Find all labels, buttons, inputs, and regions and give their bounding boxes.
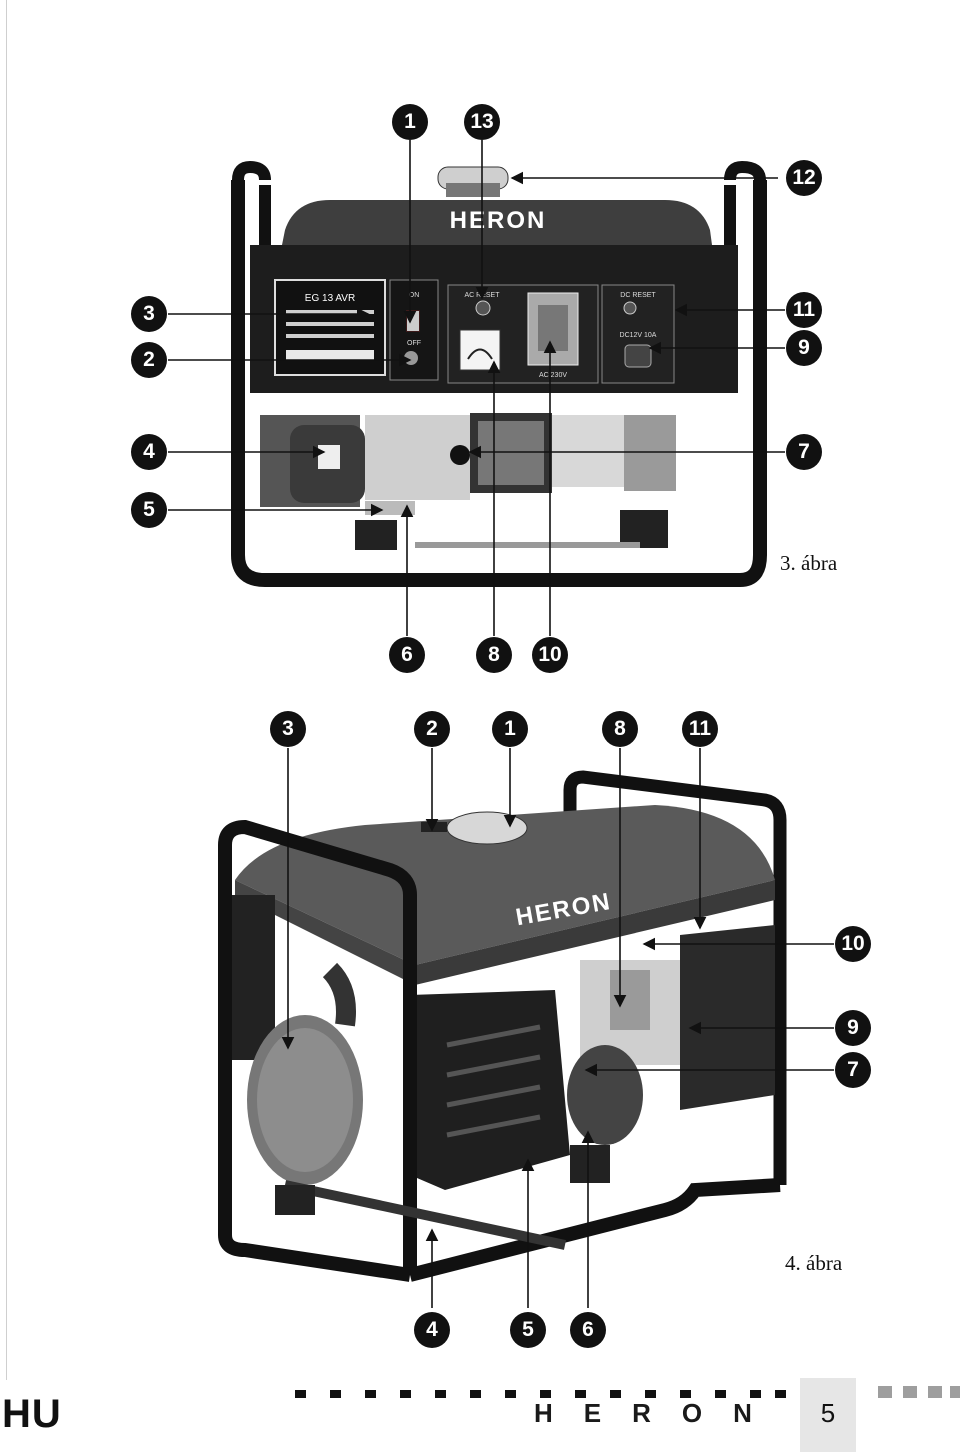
footer-dot [645,1390,656,1398]
fig4-callout-2: 2 [414,711,450,747]
footer-dot [470,1390,481,1398]
footer-square [878,1386,892,1398]
fig3-ac230v-label: AC 230V [539,372,567,379]
fig4-callout-6: 6 [570,1312,606,1348]
fig3-callout-4: 4 [131,434,167,470]
fig4-callout-1: 1 [492,711,528,747]
fig3-on-label: ON [409,292,420,299]
footer-dot [680,1390,691,1398]
footer-dot [575,1390,586,1398]
footer-dot [400,1390,411,1398]
footer-dot [775,1390,786,1398]
fig3-callout-3: 3 [131,296,167,332]
fig4-callout-7: 7 [835,1052,871,1088]
fig3-callout-9: 9 [786,330,822,366]
page-edge [6,0,7,1380]
figure-4-generator-perspective: HERON [218,770,787,1282]
fig3-callout-2: 2 [131,342,167,378]
fig3-model-label: EG 13 AVR [305,293,355,304]
footer-dot [750,1390,761,1398]
fig3-dc12v-label: DC12V 10A [620,332,657,339]
fig3-brand: HERON [450,207,547,234]
fig3-callout-11: 11 [786,292,822,328]
fig3-callout-8: 8 [476,637,512,673]
footer-dot [715,1390,726,1398]
footer-dot [365,1390,376,1398]
fig4-callout-4: 4 [414,1312,450,1348]
fig3-callout-5: 5 [131,492,167,528]
fig3-callout-13: 13 [464,104,500,140]
fig3-ac-reset-label: AC RESET [464,292,500,299]
footer-dot [505,1390,516,1398]
footer-square [928,1386,942,1398]
footer-square [950,1386,960,1398]
footer-brand-logo: HERON [534,1398,783,1428]
figure-3-generator-front: HERON EG 13 AVR ON OFF AC RESET AC 230V … [231,160,767,587]
fig4-callout-10: 10 [835,926,871,962]
fig3-callout-1: 1 [392,104,428,140]
fig4-callout-9: 9 [835,1010,871,1046]
footer-dot [435,1390,446,1398]
fig3-callout-6: 6 [389,637,425,673]
footer-dot [295,1390,306,1398]
fig3-callout-7: 7 [786,434,822,470]
fig3-callout-10: 10 [532,637,568,673]
footer-square [903,1386,917,1398]
fig3-dc-reset-label: DC RESET [620,292,656,299]
fig4-callout-3: 3 [270,711,306,747]
fig4-caption: 4. ábra [785,1251,843,1275]
footer-dot [540,1390,551,1398]
fig4-callout-5: 5 [510,1312,546,1348]
fig3-callout-12: 12 [786,160,822,196]
fig4-callout-8: 8 [602,711,638,747]
fig3-caption: 3. ábra [780,551,838,575]
fig3-off-label: OFF [407,340,421,347]
footer-dot [610,1390,621,1398]
fig4-callout-11: 11 [682,711,718,747]
footer-dot [330,1390,341,1398]
page-number: 5 [800,1378,856,1452]
footer-language-code: HU [2,1392,62,1436]
